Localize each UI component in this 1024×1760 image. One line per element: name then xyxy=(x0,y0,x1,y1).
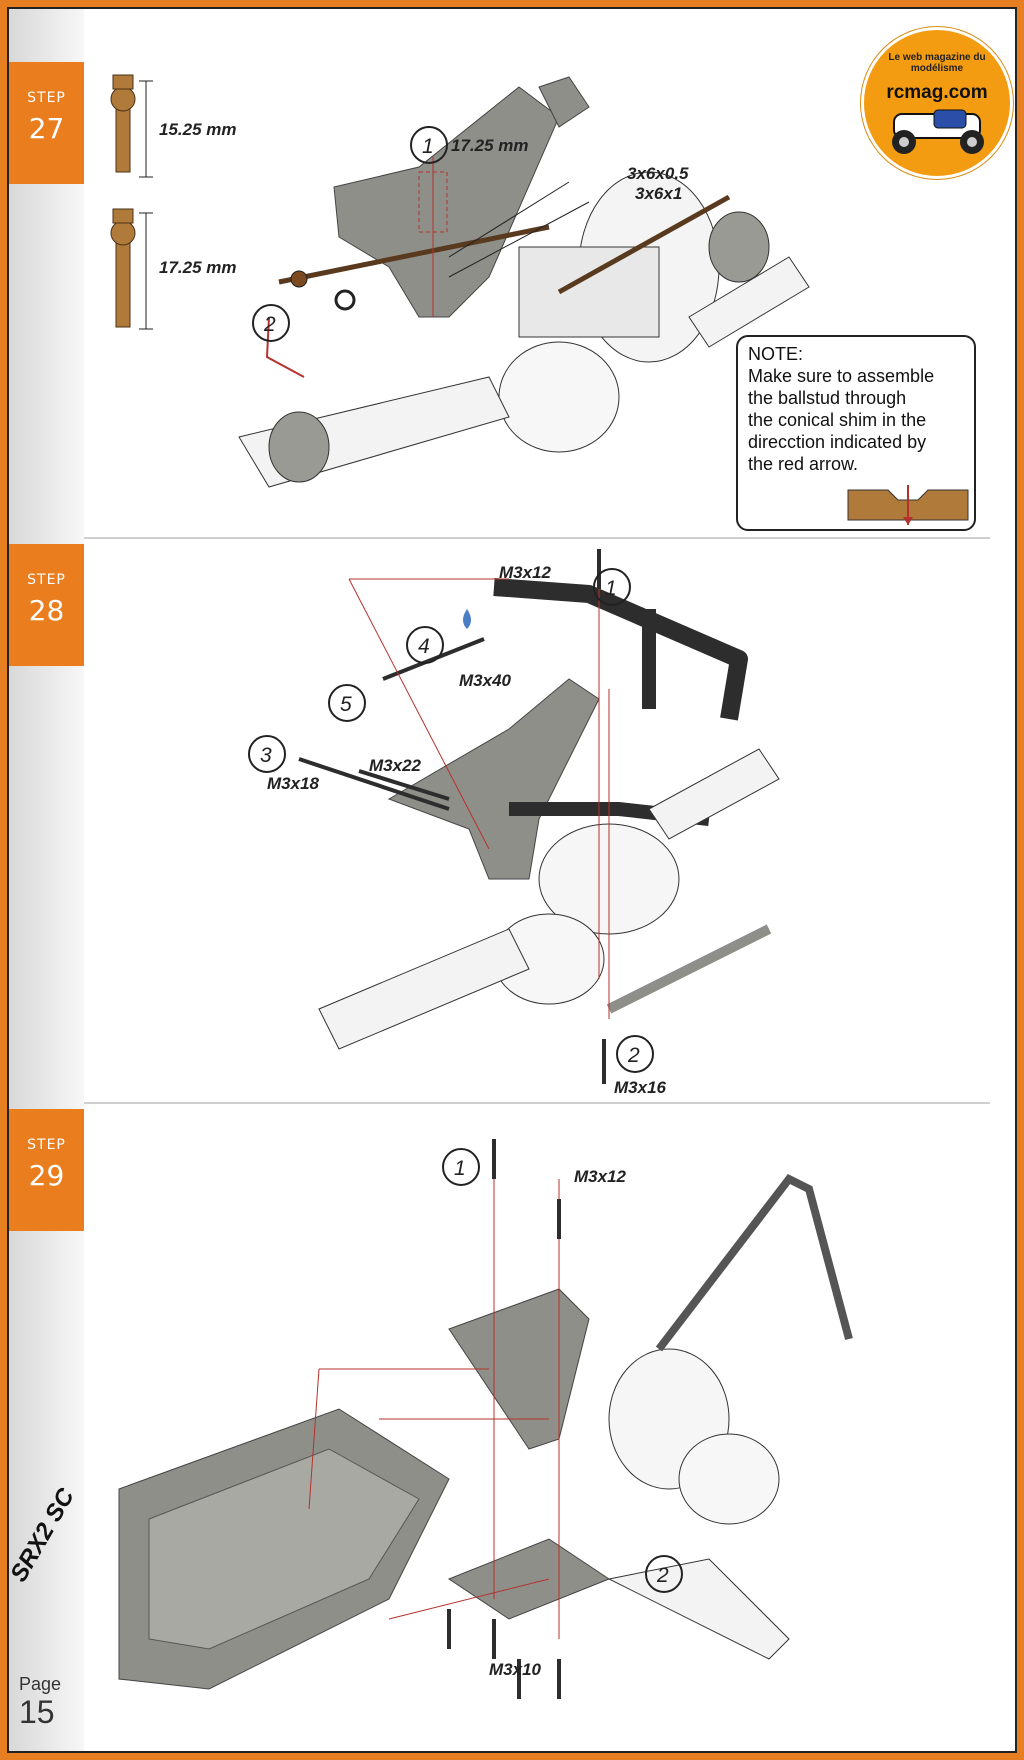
suspension-arm xyxy=(607,1558,790,1660)
leader-line xyxy=(308,1368,320,1510)
brand-logo: SRX2 SC xyxy=(5,1483,80,1586)
callout-circle xyxy=(593,568,631,606)
callout-number: 2 xyxy=(263,313,276,336)
step-28-tab: STEP 28 xyxy=(9,544,84,666)
suspension-arm xyxy=(688,256,810,348)
step-label: STEP xyxy=(27,572,66,588)
camber-link xyxy=(278,224,550,285)
callout-number: 1 xyxy=(422,135,434,158)
hub-carrier xyxy=(268,411,330,483)
callout-circle xyxy=(248,735,286,773)
screw-label: M3x40 xyxy=(459,671,512,690)
callout-number: 2 xyxy=(656,1564,669,1587)
buggy-logo-icon xyxy=(892,109,984,154)
ballstud-15-icon xyxy=(110,74,153,178)
part-label: 3x6x0.5 xyxy=(627,164,689,183)
rear-bulkhead xyxy=(447,1538,611,1620)
motor xyxy=(498,341,620,453)
callout-number: 2 xyxy=(627,1044,640,1067)
wing-mount xyxy=(655,1173,853,1352)
callout-number: 5 xyxy=(340,693,352,716)
chassis-brace xyxy=(606,924,772,1014)
screw-label: M3x12 xyxy=(499,563,552,582)
screw-icon xyxy=(382,637,485,681)
leader-line xyxy=(448,201,590,278)
ballstud-17-icon xyxy=(110,208,153,330)
screw-icon xyxy=(298,757,450,811)
logo-tagline: Le web magazine du modélisme xyxy=(888,52,986,74)
screw-label: M3x10 xyxy=(489,1660,542,1679)
callout-circle xyxy=(328,684,366,722)
step-29-diagram: 1 2 M3x12 M3x10 xyxy=(118,1139,853,1699)
callout-number: 1 xyxy=(605,577,617,600)
step-28-diagram: 1 2 3 4 5 M3x12 M3x16 M3x18 M3x40 M3x22 xyxy=(248,549,780,1097)
gearbox xyxy=(518,171,720,363)
ballstud-icon xyxy=(290,270,308,288)
threadlock-drop-icon xyxy=(463,609,471,629)
ballstud-size-label: 15.25 mm xyxy=(159,120,237,139)
chassis-tub xyxy=(148,1448,420,1650)
part-label: 17.25 mm xyxy=(451,136,529,155)
manual-page: STEP 27 STEP 28 STEP 29 Le web magazine … xyxy=(5,7,1017,1753)
callout-number: 4 xyxy=(418,635,430,658)
ballstud-size-label: 17.25 mm xyxy=(159,258,237,277)
leader-line xyxy=(265,316,305,378)
screw-label: M3x22 xyxy=(369,756,422,775)
screw-label: M3x18 xyxy=(267,774,320,793)
screw-label: M3x16 xyxy=(614,1078,667,1097)
leader-line xyxy=(348,578,490,850)
shock-tower xyxy=(448,1288,590,1450)
shim-icon xyxy=(334,289,356,311)
page-number: Page 15 xyxy=(19,1674,61,1729)
note-title: NOTE: xyxy=(748,344,804,364)
rcmag-logo: Le web magazine du modélisme rcmag.com xyxy=(861,27,1013,179)
suspension-arm xyxy=(648,748,780,840)
screw-icon xyxy=(358,769,450,801)
leader-line xyxy=(388,1578,550,1620)
step-number: 28 xyxy=(28,594,65,627)
step-number: 29 xyxy=(28,1159,65,1192)
callout-circle xyxy=(616,1035,654,1073)
assembly-note: NOTE: Make sure to assemble the ballstud… xyxy=(736,335,976,531)
callout-circle xyxy=(410,126,448,164)
step-label: STEP xyxy=(27,90,66,106)
section-divider xyxy=(84,1102,990,1104)
page-label: Page xyxy=(19,1674,62,1694)
camber-link xyxy=(557,194,731,295)
conical-shim-icon xyxy=(847,485,969,525)
callout-circle xyxy=(406,626,444,664)
part-label: 3x6x1 xyxy=(635,184,682,203)
screw-label: M3x12 xyxy=(574,1167,627,1186)
shock-tower xyxy=(387,678,600,880)
step-27-tab: STEP 27 xyxy=(9,62,84,184)
step-number: 27 xyxy=(28,112,65,145)
step-label: STEP xyxy=(27,1137,66,1153)
srx2-sc-brand: SRX2 SC xyxy=(5,1479,80,1589)
leader-line xyxy=(448,181,570,258)
motor xyxy=(678,1433,780,1525)
callout-circle xyxy=(252,304,290,342)
page-number-value: 15 xyxy=(19,1694,55,1730)
callout-circle xyxy=(645,1555,683,1593)
callout-number: 1 xyxy=(454,1157,466,1180)
hub-carrier xyxy=(708,211,770,283)
body-mount-bracket xyxy=(493,578,748,721)
step-27-diagram: 15.25 mm 17.25 mm xyxy=(110,74,810,488)
note-body: Make sure to assemble the ballstud throu… xyxy=(748,366,935,474)
section-divider xyxy=(84,537,990,539)
page-gutter xyxy=(9,9,84,1751)
callout-number: 3 xyxy=(260,744,272,767)
callout-circle xyxy=(442,1148,480,1186)
suspension-arm xyxy=(318,928,530,1050)
logo-name: rcmag.com xyxy=(886,82,988,103)
step-29-tab: STEP 29 xyxy=(9,1109,84,1231)
